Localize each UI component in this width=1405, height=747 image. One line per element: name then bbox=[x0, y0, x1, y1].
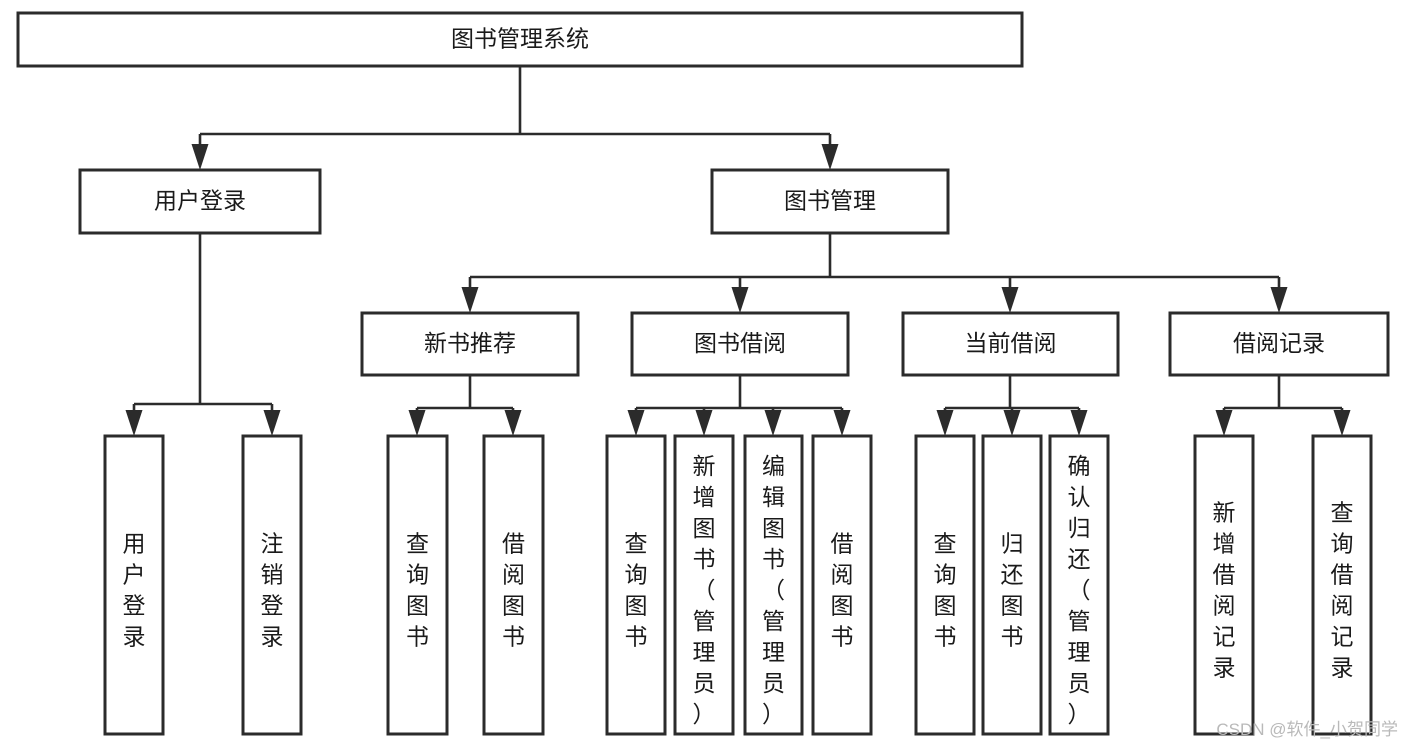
arrow-head-icon bbox=[695, 410, 713, 436]
node-box bbox=[16, 11, 1024, 68]
arrow-head-icon bbox=[1215, 410, 1233, 436]
node-label: 图书借阅 bbox=[694, 330, 786, 356]
node-box bbox=[914, 434, 976, 736]
connector-book-management-to-level2 bbox=[461, 233, 1288, 313]
node-leaf-return-book[interactable]: 归还图书 bbox=[981, 434, 1043, 736]
node-box bbox=[482, 434, 545, 736]
node-book-borrow[interactable]: 图书借阅 bbox=[630, 311, 850, 377]
node-book-management[interactable]: 图书管理 bbox=[710, 168, 950, 235]
arrow-head-icon bbox=[1270, 287, 1288, 313]
node-box bbox=[673, 434, 735, 736]
node-box bbox=[1311, 434, 1373, 736]
node-label: 查询借阅记录 bbox=[1331, 499, 1354, 680]
node-leaf-borrow-book-recommend[interactable]: 借阅图书 bbox=[482, 434, 545, 736]
node-box bbox=[630, 311, 850, 377]
connector-user-login-to-leaves bbox=[125, 233, 281, 436]
node-label: 查询图书 bbox=[406, 530, 429, 649]
node-label: 确认归还（管理员） bbox=[1068, 453, 1091, 727]
node-box bbox=[386, 434, 449, 736]
connector-layer bbox=[125, 66, 1351, 436]
arrow-head-icon bbox=[764, 410, 782, 436]
arrow-head-icon bbox=[1001, 287, 1019, 313]
node-leaf-query-book-borrow[interactable]: 查询图书 bbox=[605, 434, 667, 736]
arrow-head-icon bbox=[833, 410, 851, 436]
node-label: 查询图书 bbox=[934, 530, 957, 649]
node-label: 借阅记录 bbox=[1233, 330, 1325, 356]
watermark-label: CSDN @软件_小贺同学 bbox=[1216, 720, 1398, 739]
node-box bbox=[981, 434, 1043, 736]
node-leaf-add-borrow-record[interactable]: 新增借阅记录 bbox=[1193, 434, 1255, 736]
arrow-head-icon bbox=[821, 144, 839, 170]
node-leaf-query-borrow-record[interactable]: 查询借阅记录 bbox=[1311, 434, 1373, 736]
node-label: 查询图书 bbox=[625, 530, 648, 649]
node-box bbox=[605, 434, 667, 736]
node-label: 用户登录 bbox=[123, 530, 146, 649]
node-layer: 图书管理系统用户登录图书管理新书推荐图书借阅当前借阅借阅记录用户登录注销登录查询… bbox=[16, 11, 1390, 736]
node-user-login[interactable]: 用户登录 bbox=[78, 168, 322, 235]
node-root[interactable]: 图书管理系统 bbox=[16, 11, 1024, 68]
arrow-head-icon bbox=[1333, 410, 1351, 436]
connector-current-borrow-to-leaves bbox=[936, 375, 1088, 436]
node-leaf-borrow-book[interactable]: 借阅图书 bbox=[811, 434, 873, 736]
node-label: 图书管理系统 bbox=[451, 26, 589, 52]
connector-book-borrow-to-leaves bbox=[627, 375, 851, 436]
node-box bbox=[103, 434, 165, 736]
node-box bbox=[710, 168, 950, 235]
arrow-head-icon bbox=[125, 410, 143, 436]
arrow-head-icon bbox=[408, 410, 426, 436]
node-label: 借阅图书 bbox=[502, 530, 525, 649]
node-box bbox=[78, 168, 322, 235]
node-label: 当前借阅 bbox=[965, 330, 1057, 356]
connector-new-book-recommend-to-leaves bbox=[408, 375, 522, 436]
node-leaf-logout-login[interactable]: 注销登录 bbox=[241, 434, 303, 736]
node-leaf-confirm-return-admin[interactable]: 确认归还（管理员） bbox=[1048, 434, 1110, 736]
connector-root-to-level1 bbox=[191, 66, 839, 170]
node-new-book-recommend[interactable]: 新书推荐 bbox=[360, 311, 580, 377]
node-label: 图书管理 bbox=[784, 188, 876, 214]
node-box bbox=[1048, 434, 1110, 736]
node-label: 编辑图书（管理员） bbox=[762, 453, 785, 727]
node-leaf-edit-book-admin[interactable]: 编辑图书（管理员） bbox=[743, 434, 804, 736]
node-label: 归还图书 bbox=[1001, 530, 1024, 649]
node-leaf-query-book-recommend[interactable]: 查询图书 bbox=[386, 434, 449, 736]
node-current-borrow[interactable]: 当前借阅 bbox=[901, 311, 1120, 377]
node-borrow-record[interactable]: 借阅记录 bbox=[1168, 311, 1390, 377]
node-box bbox=[743, 434, 804, 736]
arrow-head-icon bbox=[1003, 410, 1021, 436]
arrow-head-icon bbox=[936, 410, 954, 436]
node-box bbox=[1193, 434, 1255, 736]
node-box bbox=[241, 434, 303, 736]
node-box bbox=[901, 311, 1120, 377]
node-leaf-query-book-current[interactable]: 查询图书 bbox=[914, 434, 976, 736]
connector-borrow-record-to-leaves bbox=[1215, 375, 1351, 436]
arrow-head-icon bbox=[461, 287, 479, 313]
arrow-head-icon bbox=[191, 144, 209, 170]
node-box bbox=[1168, 311, 1390, 377]
arrow-head-icon bbox=[627, 410, 645, 436]
arrow-head-icon bbox=[263, 410, 281, 436]
arrow-head-icon bbox=[504, 410, 522, 436]
arrow-head-icon bbox=[1070, 410, 1088, 436]
node-label: 新书推荐 bbox=[424, 330, 516, 356]
node-leaf-user-login[interactable]: 用户登录 bbox=[103, 434, 165, 736]
node-box bbox=[811, 434, 873, 736]
node-label: 用户登录 bbox=[154, 188, 246, 214]
node-leaf-add-book-admin[interactable]: 新增图书（管理员） bbox=[673, 434, 735, 736]
node-box bbox=[360, 311, 580, 377]
node-label: 新增借阅记录 bbox=[1213, 499, 1236, 680]
node-label: 注销登录 bbox=[261, 530, 284, 649]
node-label: 借阅图书 bbox=[831, 530, 854, 649]
arrow-head-icon bbox=[731, 287, 749, 313]
node-label: 新增图书（管理员） bbox=[693, 453, 716, 727]
